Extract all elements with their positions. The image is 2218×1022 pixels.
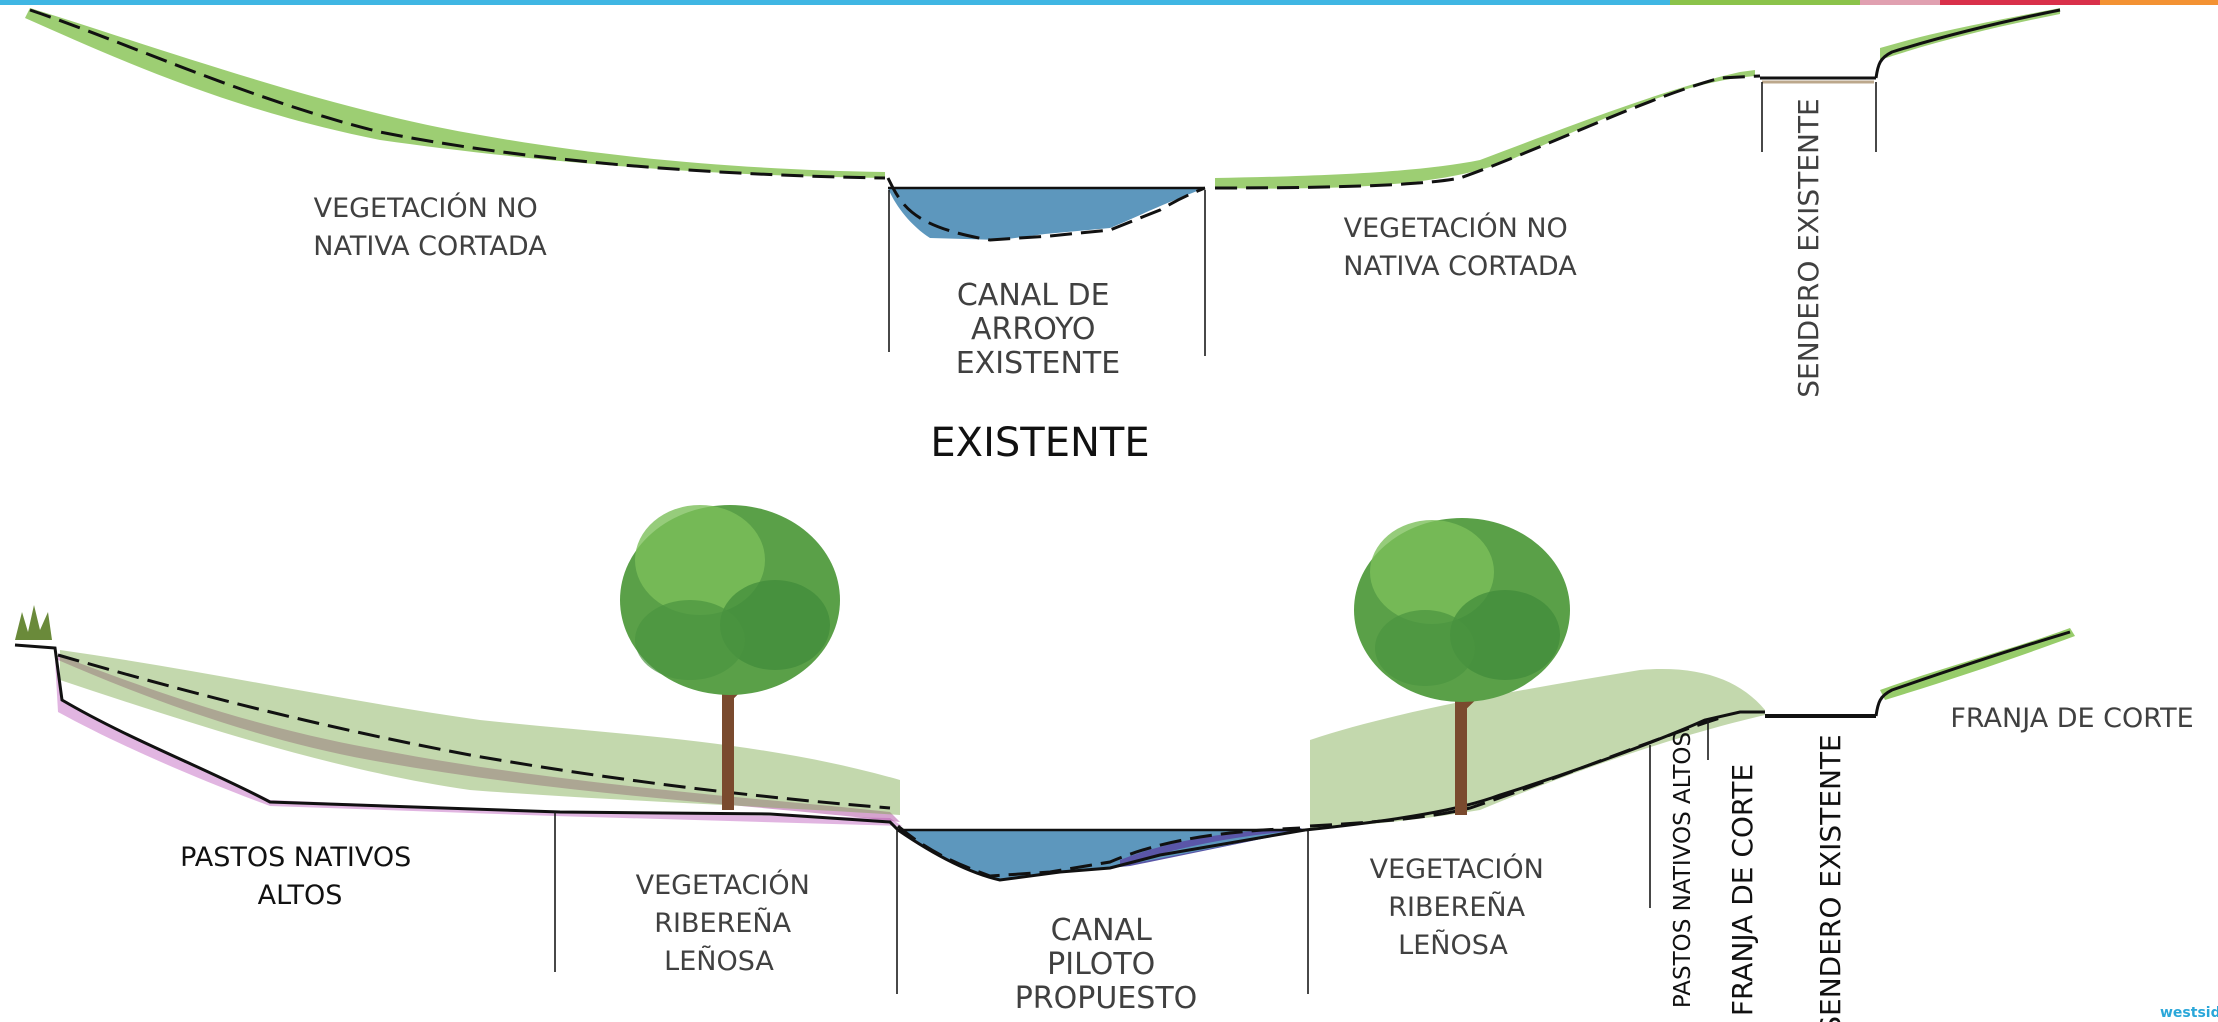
existing-ground-far-right <box>1874 8 2061 79</box>
grass-icon <box>15 605 52 640</box>
proposed-ground-far-right <box>1874 630 2071 717</box>
existing-left-label: VEGETACIÓN NO NATIVA CORTADA <box>313 192 547 262</box>
existing-left-grass <box>25 8 885 178</box>
left-vegetation-mass <box>60 650 900 815</box>
existing-title: EXISTENTE <box>930 420 1149 466</box>
trail-vertical-label: SENDERO EXISTENTE <box>1814 734 1847 1022</box>
cut-strip-vertical-label: FRANJA DE CORTE <box>1726 764 1759 1016</box>
cut-strip-label: FRANJA DE CORTE <box>1950 703 2193 734</box>
existing-section: VEGETACIÓN NO NATIVA CORTADA CANAL DE AR… <box>25 8 2061 466</box>
proposed-channel-bed <box>897 828 1306 882</box>
logo-text: westside <box>2160 1005 2218 1021</box>
existing-ground-right <box>1214 74 1761 190</box>
proposed-ground-left <box>14 643 900 832</box>
top-color-band <box>0 0 2218 5</box>
proposed-section: PASTOS NATIVOS ALTOS VEGETACIÓN RIBEREÑA… <box>14 505 2194 1022</box>
pilot-channel-water <box>898 830 1305 880</box>
tree-icon <box>1354 518 1570 815</box>
riparian-right-label: VEGETACIÓN RIBEREÑA LEÑOSA <box>1370 853 1553 961</box>
proposed-existing-ground-left <box>57 653 891 810</box>
existing-trail-label: SENDERO EXISTENTE <box>1792 98 1825 398</box>
existing-channel-label: CANAL DE ARROYO EXISTENTE <box>956 278 1120 381</box>
existing-right-label: VEGETACIÓN NO NATIVA CORTADA <box>1343 212 1577 282</box>
proposed-existing-ground-right <box>1309 716 1721 828</box>
native-grass-vertical-label: PASTOS NATIVOS ALTOS <box>1670 732 1696 1008</box>
proposed-existing-channel <box>897 824 1301 878</box>
native-grass-band-lower <box>58 655 900 822</box>
existing-channel-water <box>888 188 1205 240</box>
pilot-channel-label: CANAL PILOTO PROPUESTO <box>1015 913 1198 1016</box>
westside-logo: westside <box>2156 1002 2218 1022</box>
existing-ground-left <box>29 8 886 180</box>
native-grass-label: PASTOS NATIVOS ALTOS <box>180 842 420 911</box>
tree-icon <box>620 505 840 810</box>
existing-right-grass <box>1215 70 1755 189</box>
existing-channel-bed <box>886 177 1206 242</box>
right-vegetation-mass <box>1310 669 1765 828</box>
riparian-left-label: VEGETACIÓN RIBEREÑA LEÑOSA <box>636 869 819 977</box>
